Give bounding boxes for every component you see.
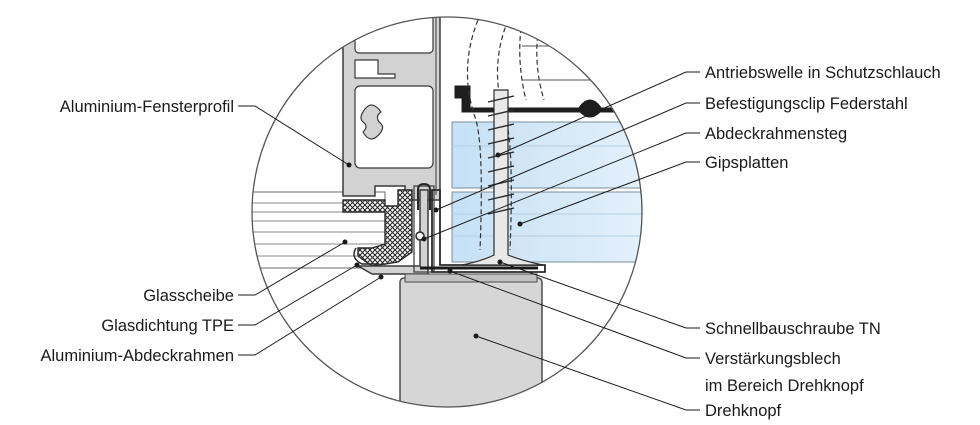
label-schnellbauschraube: Schnellbauschraube TN <box>705 320 881 338</box>
detail-circle-content <box>252 17 642 407</box>
drywall-screw <box>461 89 544 266</box>
label-antriebswelle: Antriebswelle in Schutzschlauch <box>705 64 941 82</box>
label-verstaerkungsblech-line2: im Bereich Drehknopf <box>705 377 864 395</box>
label-abdeckrahmen: Aluminium-Abdeckrahmen <box>41 347 235 365</box>
label-verstaerkungsblech-line1: Verstärkungsblech <box>705 350 841 368</box>
label-abdeckrahmensteg: Abdeckrahmensteg <box>705 125 847 143</box>
label-drehknopf: Drehknopf <box>705 402 782 420</box>
label-fensterprofil: Aluminium-Fensterprofil <box>60 98 234 116</box>
aluminium-cover-frame <box>355 182 435 275</box>
callout-labels: Aluminium-Fensterprofil Glasscheibe Glas… <box>41 64 941 420</box>
detail-circle-outline <box>251 16 643 408</box>
aluminium-window-profile <box>342 17 441 201</box>
label-gipsplatten: Gipsplatten <box>705 154 788 172</box>
rotary-knob <box>399 273 543 407</box>
glass-seal <box>342 189 413 267</box>
label-glasdichtung: Glasdichtung TPE <box>101 317 234 335</box>
label-glasscheibe: Glasscheibe <box>143 287 234 305</box>
label-befestigungsclip: Befestigungsclip Federstahl <box>705 95 908 113</box>
leader-lines <box>238 71 700 411</box>
plasterboards <box>451 121 642 263</box>
